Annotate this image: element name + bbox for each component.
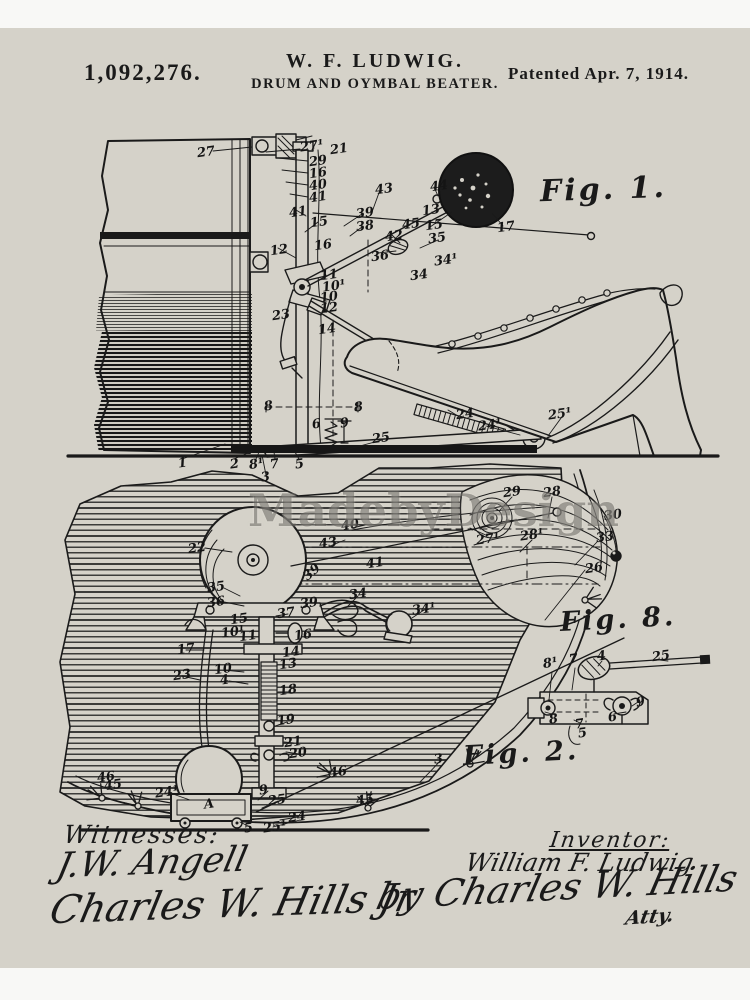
fig1-drum-shell — [98, 138, 322, 454]
fig8-knob — [577, 655, 611, 681]
fig2-pedal-post — [243, 616, 303, 799]
patent-date: Patented Apr. 7, 1914. — [508, 64, 689, 83]
leader-lines — [169, 146, 669, 828]
patent-title: DRUM AND OYMBAL BEATER. — [251, 76, 499, 92]
fig1-spring-and-screw — [324, 418, 352, 447]
fig2-beater-arm — [290, 506, 562, 644]
fig2-hoop-claws — [86, 586, 603, 812]
boot-pull-loop — [659, 284, 683, 307]
patent-number: 1,092,276. — [84, 60, 202, 85]
fig2-side-rod — [184, 618, 214, 757]
witness-signature-1: J.W. Angell — [52, 839, 251, 887]
watermark: MadebyDesign — [248, 484, 619, 537]
bottom-margin — [0, 968, 750, 1000]
fig1-drum-shell-hatch-dense — [94, 332, 252, 451]
fig2-cymbal-bell — [199, 506, 307, 614]
fig1-title: Fig. 1. — [539, 169, 668, 210]
drum-vent-hole — [610, 550, 622, 562]
fig2-torn-paper-outline — [59, 463, 567, 821]
fig1-drum-shell-hatch-light — [96, 292, 252, 332]
fig8-detail — [527, 654, 711, 745]
inventor-name-heading: W. F. LUDWIG. — [285, 50, 465, 72]
fig8-title: Fig. 8. — [559, 600, 678, 639]
fig2-base-box — [170, 793, 252, 822]
fig2-tension-knob — [471, 497, 513, 539]
fig1-boot — [343, 284, 702, 457]
fig2-drum-shell-cone — [251, 474, 622, 628]
fig2-resonator-globe — [80, 745, 430, 832]
fig1-heel-link — [546, 331, 679, 444]
fig1-dashed-guides — [265, 239, 369, 453]
boot-buttons — [448, 289, 611, 348]
fig1-base-and-floor — [66, 445, 720, 458]
top-margin — [0, 0, 750, 28]
fig1-beater-ball — [438, 152, 514, 228]
fig1-tension-strap — [279, 299, 303, 379]
attorney-title: Atty. — [623, 904, 676, 930]
fig2-spring — [260, 661, 278, 721]
fig2-title: Fig. 2. — [462, 734, 581, 773]
